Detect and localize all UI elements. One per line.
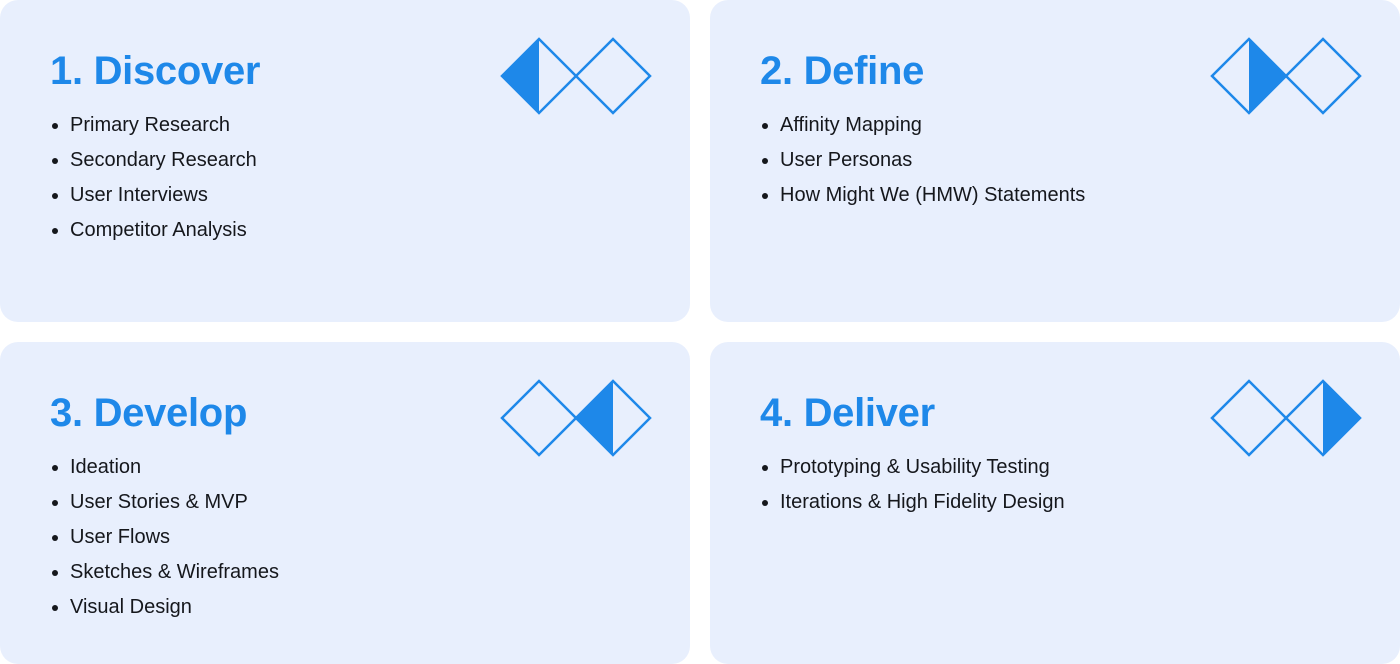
list-item: Secondary Research <box>50 143 257 178</box>
filled-half <box>1323 381 1360 455</box>
list-item: Ideation <box>50 450 279 485</box>
card-discover: 1. Discover Primary Research Secondary R… <box>0 0 690 322</box>
filled-half <box>1249 39 1286 113</box>
card-title: 2. Define <box>760 49 925 93</box>
card-title: 1. Discover <box>50 49 261 93</box>
filled-half <box>576 381 613 455</box>
list-item: Iterations & High Fidelity Design <box>760 485 1065 520</box>
list-item: Affinity Mapping <box>760 108 1085 143</box>
card-deliver: 4. Deliver Prototyping & Usability Testi… <box>710 342 1400 664</box>
list-item: User Interviews <box>50 178 257 213</box>
double-diamond-develop-icon <box>500 379 652 457</box>
list-item: Visual Design <box>50 590 279 625</box>
card-title: 3. Develop <box>50 391 248 435</box>
list-item: Prototyping & Usability Testing <box>760 450 1065 485</box>
activity-list: Affinity Mapping User Personas How Might… <box>760 108 1085 213</box>
card-develop: 3. Develop Ideation User Stories & MVP U… <box>0 342 690 664</box>
list-item: User Personas <box>760 143 1085 178</box>
list-item: Sketches & Wireframes <box>50 555 279 590</box>
activity-list: Prototyping & Usability Testing Iteratio… <box>760 450 1065 520</box>
card-define: 2. Define Affinity Mapping User Personas… <box>710 0 1400 322</box>
list-item: User Flows <box>50 520 279 555</box>
double-diamond-deliver-icon <box>1210 379 1362 457</box>
activity-list: Primary Research Secondary Research User… <box>50 108 257 248</box>
list-item: How Might We (HMW) Statements <box>760 178 1085 213</box>
double-diamond-discover-icon <box>500 37 652 115</box>
list-item: User Stories & MVP <box>50 485 279 520</box>
filled-half <box>502 39 539 113</box>
list-item: Competitor Analysis <box>50 213 257 248</box>
list-item: Primary Research <box>50 108 257 143</box>
double-diamond-define-icon <box>1210 37 1362 115</box>
card-title: 4. Deliver <box>760 391 935 435</box>
activity-list: Ideation User Stories & MVP User Flows S… <box>50 450 279 625</box>
